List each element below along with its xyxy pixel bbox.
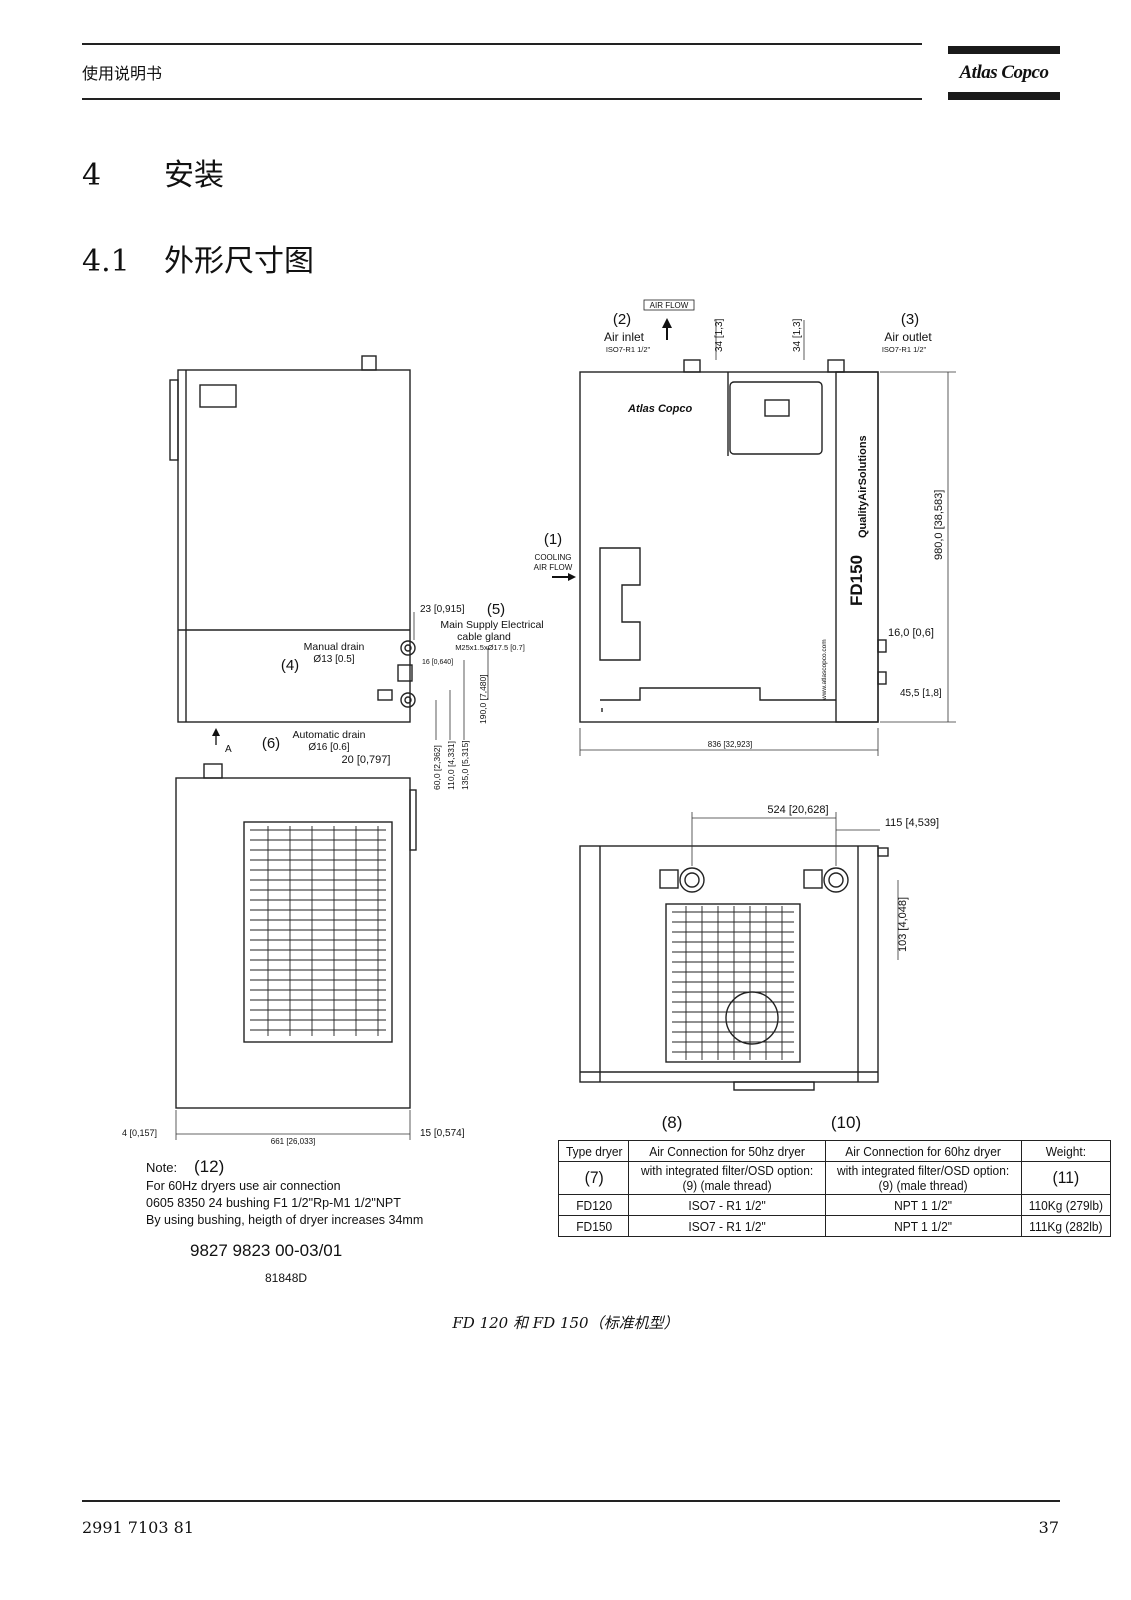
dim-15: 15 [0,574] bbox=[420, 1128, 465, 1139]
section-heading: 4 安装 bbox=[82, 150, 224, 194]
dim-60: 60,0 [2,362] bbox=[432, 745, 442, 790]
table-header-type: Type dryer bbox=[560, 1140, 627, 1162]
cable-gland-label: cable gland bbox=[457, 631, 511, 643]
header-title: 使用说明书 bbox=[82, 64, 163, 83]
table-sub-60hz: with integrated filter/OSD option:(9) (m… bbox=[832, 1161, 1014, 1195]
table-header-50hz: Air Connection for 50hz dryer bbox=[636, 1140, 818, 1162]
dim-110: 110,0 [4,331] bbox=[446, 741, 456, 790]
table-sub-50hz: with integrated filter/OSD option:(9) (m… bbox=[636, 1161, 818, 1195]
figure-caption: FD 120 和 FD 150（标准机型） bbox=[452, 1314, 679, 1332]
air-inlet-spec: ISO7-R1 1/2" bbox=[606, 345, 651, 354]
table-header-60hz: Air Connection for 60hz dryer bbox=[832, 1140, 1014, 1162]
dim-34-right: 34 [1,3] bbox=[792, 318, 803, 352]
rear-grille bbox=[243, 821, 393, 1043]
front-view-body bbox=[579, 371, 879, 723]
callout-8: (8) bbox=[662, 1113, 683, 1132]
dim-16-small: 16 [0,640] bbox=[422, 659, 453, 666]
air-inlet-label: Air inlet bbox=[604, 330, 645, 344]
note-line-2: 0605 8350 24 bushing F1 1/2"Rp-M1 1/2"NP… bbox=[146, 1196, 401, 1210]
cable-spec: M25x1.5xØ17.5 [0.7] bbox=[455, 643, 525, 652]
dim-34-left: 34 [1,3] bbox=[714, 318, 725, 352]
subsection-heading: 4.1 外形尺寸图 bbox=[82, 236, 314, 280]
atlas-copco-logo: Atlas Copco bbox=[948, 46, 1060, 102]
dim-45-5: 45,5 [1,8] bbox=[900, 688, 942, 699]
callout-1: (1) bbox=[544, 531, 562, 548]
auto-drain-dia: Ø16 [0.6] bbox=[308, 742, 349, 753]
main-supply-label: Main Supply Electrical bbox=[440, 619, 543, 631]
header-rule-top bbox=[82, 43, 922, 45]
callout-4: (4) bbox=[281, 657, 299, 674]
subsection-number: 4.1 bbox=[82, 244, 130, 279]
front-logo: Atlas Copco bbox=[627, 403, 692, 415]
subsection-title: 外形尺寸图 bbox=[164, 244, 314, 279]
model-vertical: FD150 bbox=[847, 555, 866, 606]
note-line-3: By using bushing, heigth of dryer increa… bbox=[146, 1213, 423, 1227]
footer-rule bbox=[82, 1500, 1060, 1502]
callout-5: (5) bbox=[487, 601, 505, 618]
table-callout-11: (11) bbox=[1024, 1161, 1108, 1195]
dim-135: 135,0 [5,315] bbox=[460, 740, 470, 790]
dim-836: 836 [32,923] bbox=[708, 740, 752, 749]
air-flow-label: AIR FLOW bbox=[650, 301, 689, 310]
cooling-air-flow-label: AIR FLOW bbox=[534, 563, 573, 572]
callout-12: (12) bbox=[194, 1157, 224, 1176]
table-header-weight: Weight: bbox=[1024, 1140, 1108, 1162]
drawing-number: 9827 9823 00-03/01 bbox=[190, 1241, 342, 1260]
website-vertical: www.atlascopco.com bbox=[821, 639, 828, 701]
top-grille bbox=[665, 903, 801, 1063]
drawing-code: 81848D bbox=[265, 1271, 307, 1285]
side-view-body bbox=[177, 369, 411, 723]
dim-524: 524 [20,628] bbox=[767, 804, 828, 816]
dim-16: 16,0 [0,6] bbox=[888, 627, 934, 639]
dim-980: 980,0 [38,583] bbox=[933, 490, 945, 560]
manual-drain-dia: Ø13 [0.5] bbox=[313, 654, 354, 665]
page-number: 37 bbox=[1038, 1518, 1059, 1537]
section-title: 安装 bbox=[164, 158, 224, 193]
top-view-body bbox=[579, 845, 879, 1083]
callout-2: (2) bbox=[613, 311, 631, 328]
view-arrow-a: A bbox=[225, 744, 232, 755]
section-number: 4 bbox=[82, 158, 102, 193]
note-label: Note: bbox=[146, 1160, 177, 1175]
rear-view-body bbox=[175, 777, 411, 1109]
table-callout-7: (7) bbox=[560, 1161, 627, 1195]
dim-115: 115 [4,539] bbox=[885, 817, 939, 829]
dim-23: 23 [0,915] bbox=[420, 604, 465, 615]
auto-drain-label: Automatic drain bbox=[293, 729, 366, 741]
dimension-drawing: AIR FLOW (2) Air inlet ISO7-R1 1/2" (3) … bbox=[122, 299, 956, 1285]
table-row: FD120 ISO7 - R1 1/2" NPT 1 1/2" 110Kg (2… bbox=[559, 1194, 1111, 1216]
dim-661: 661 [26,033] bbox=[271, 1137, 315, 1146]
dim-103: 103 [4,048] bbox=[897, 897, 909, 952]
brand-vertical: QualityAirSolutions bbox=[857, 435, 869, 538]
header-rule-bottom bbox=[82, 98, 922, 100]
dim-190: 190,0 [7,480] bbox=[478, 674, 488, 724]
callout-10: (10) bbox=[831, 1113, 861, 1132]
note-line-1: For 60Hz dryers use air connection bbox=[146, 1179, 341, 1193]
air-outlet-spec: ISO7-R1 1/2" bbox=[882, 345, 927, 354]
callout-3: (3) bbox=[901, 311, 919, 328]
air-connection-table: Type dryer Air Connection for 50hz dryer… bbox=[558, 1140, 1111, 1237]
table-row: FD150 ISO7 - R1 1/2" NPT 1 1/2" 111Kg (2… bbox=[559, 1215, 1111, 1237]
manual-drain-label: Manual drain bbox=[304, 641, 365, 653]
callout-6: (6) bbox=[262, 735, 280, 752]
dim-20: 20 [0,797] bbox=[342, 754, 391, 766]
air-outlet-label: Air outlet bbox=[884, 330, 932, 344]
cooling-label: COOLING bbox=[535, 553, 572, 562]
dim-4: 4 [0,157] bbox=[122, 1128, 157, 1138]
document-number: 2991 7103 81 bbox=[82, 1518, 194, 1537]
